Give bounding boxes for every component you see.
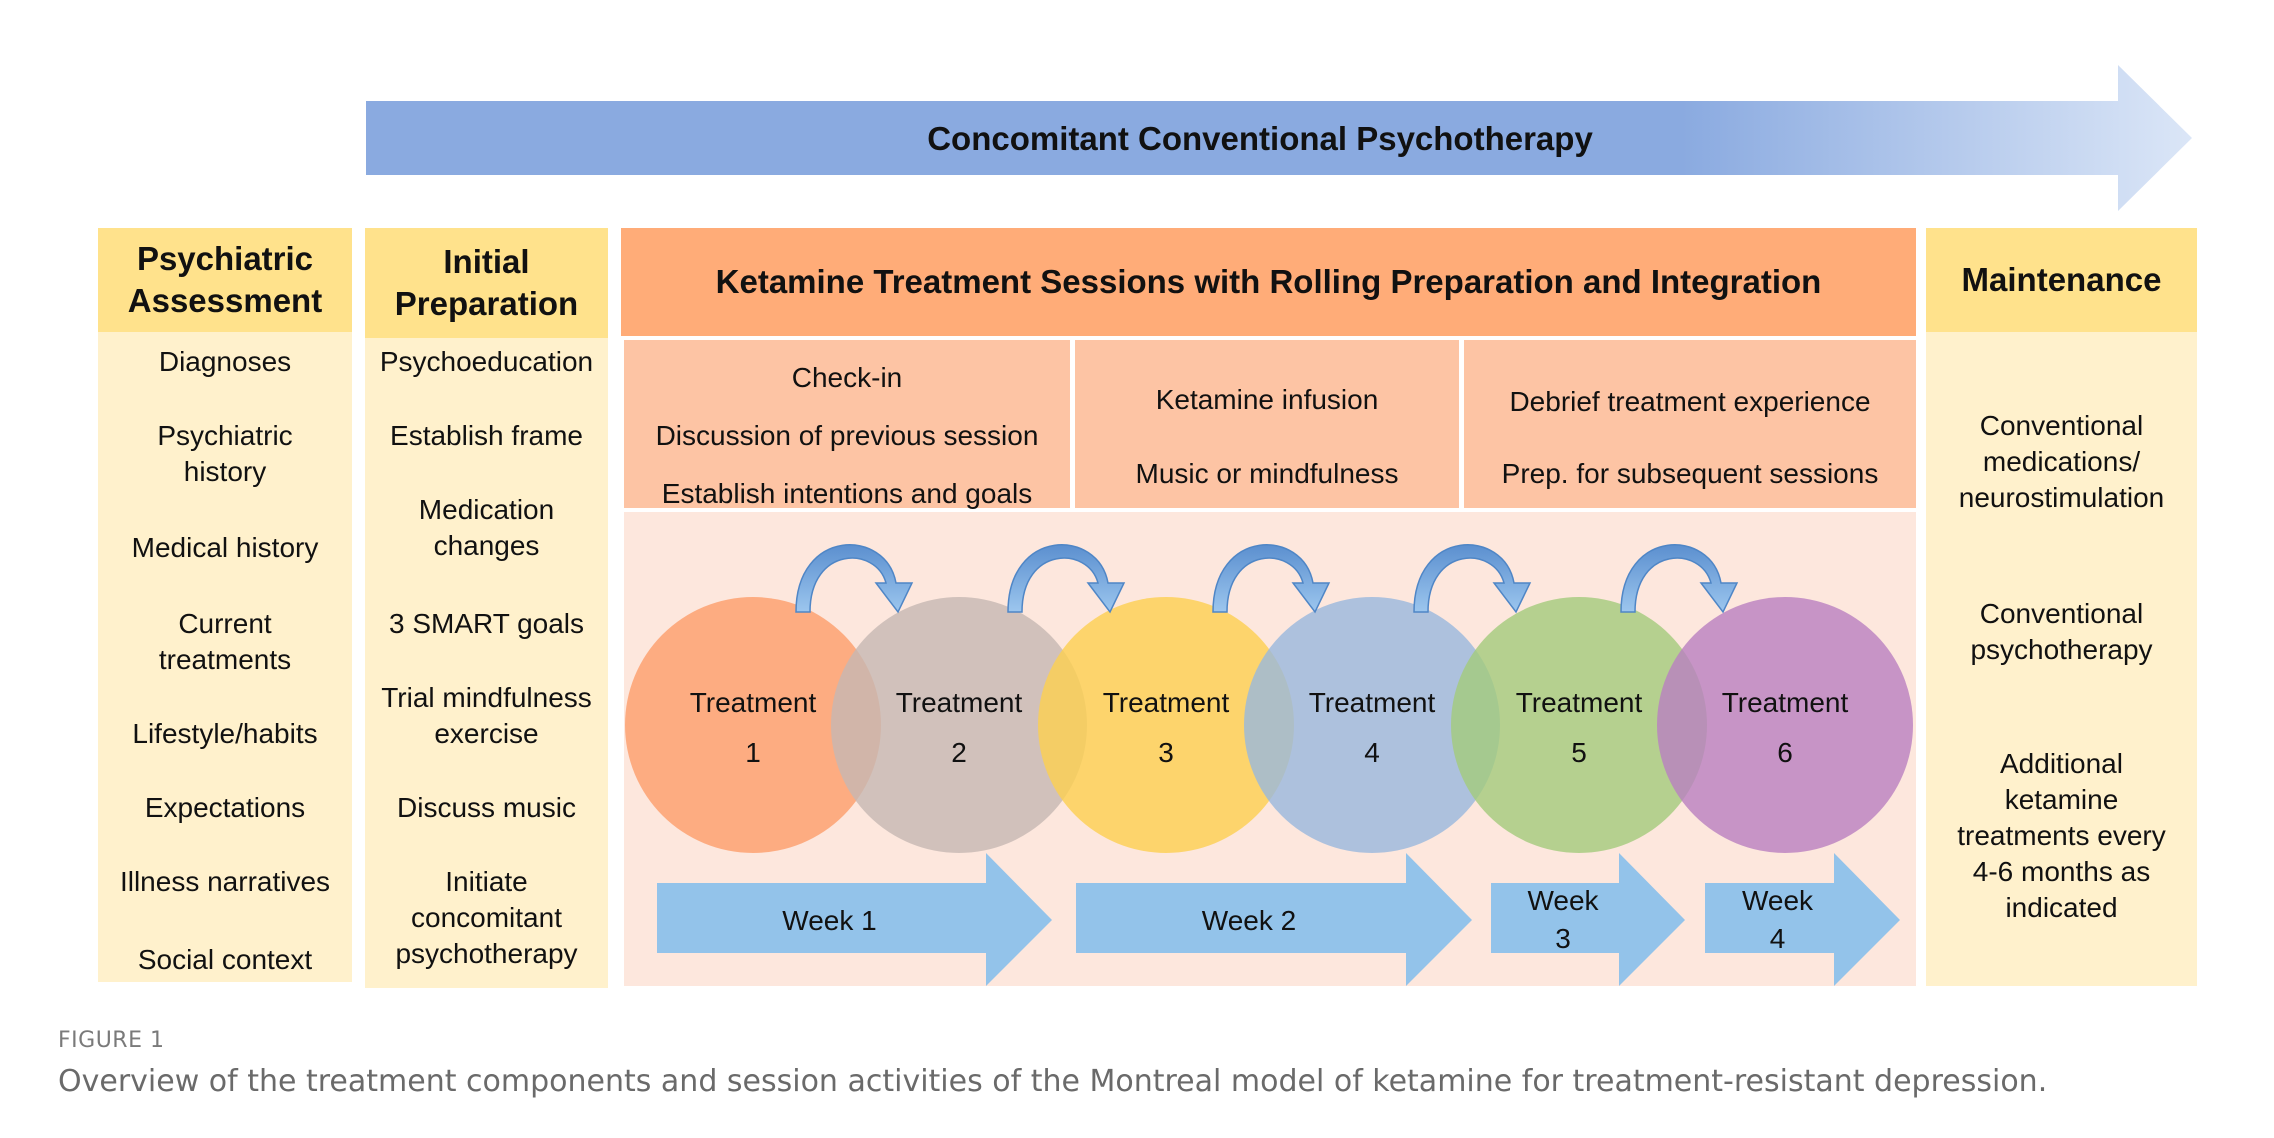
list-item: Conventional medications/ neurostimulati…: [1958, 410, 2165, 513]
week-arrow-2: [1076, 853, 1472, 986]
list-item: Social context: [137, 944, 313, 975]
treatment-label: Treatment: [690, 687, 817, 718]
activity-line: Ketamine infusion: [1155, 384, 1379, 415]
treatment-number: 5: [1571, 737, 1587, 768]
list-item: Medical history: [131, 532, 319, 563]
week-label: 4: [1770, 923, 1786, 954]
list-item: Current treatments: [158, 608, 292, 675]
week-label: Week 1: [782, 905, 876, 936]
treatment-circle-5: [1451, 597, 1707, 853]
treatment-number: 1: [745, 737, 761, 768]
treatment-circle-1: [625, 597, 881, 853]
treatment-circle-3: [1038, 597, 1294, 853]
week-arrow-3: [1491, 853, 1685, 986]
week-label: Week 2: [1202, 905, 1296, 936]
header-line: Initial: [443, 243, 530, 280]
week-arrow-4: [1705, 853, 1900, 986]
treatment-label: Treatment: [896, 687, 1023, 718]
list-item: Psychiatric history: [157, 420, 293, 487]
list-item: Illness narratives: [119, 866, 331, 897]
treatment-circle-6: [1657, 597, 1913, 853]
activity-line: Establish intentions and goals: [661, 478, 1033, 509]
activity-line: Discussion of previous session: [655, 420, 1039, 451]
concomitant-psychotherapy-arrow: Concomitant Conventional Psychotherapy: [366, 65, 2192, 211]
maintenance-header: Maintenance: [1926, 228, 2197, 332]
treatment-circle-2: [831, 597, 1087, 853]
treatment-number: 4: [1364, 737, 1380, 768]
curved-transition-arrow-icon: [1413, 544, 1532, 614]
treatment-circle-4: [1244, 597, 1500, 853]
list-item: Psychoeducation: [379, 346, 594, 377]
list-item: Conventional psychotherapy: [1970, 598, 2153, 665]
maintenance-column: Maintenance Conventional medications/ ne…: [1926, 228, 2197, 986]
week-label: Week: [1742, 885, 1814, 916]
list-item: Expectations: [144, 792, 306, 823]
curved-transition-arrow-icon: [1212, 544, 1331, 614]
treatment-label: Treatment: [1516, 687, 1643, 718]
header-line: Assessment: [127, 282, 323, 319]
top-arrow-label: Concomitant Conventional Psychotherapy: [927, 120, 1593, 157]
list-item: Additional ketamine treatments every 4-6…: [1957, 748, 2166, 923]
ketamine-sessions-title: Ketamine Treatment Sessions with Rolling…: [715, 263, 1822, 300]
activity-line: Prep. for subsequent sessions: [1501, 458, 1879, 489]
activity-line: Music or mindfulness: [1135, 458, 1399, 489]
list-item: Lifestyle/habits: [132, 718, 318, 749]
week-label: Week: [1527, 885, 1599, 916]
activity-line: Check-in: [791, 362, 903, 393]
curved-transition-arrow-icon: [1620, 544, 1739, 614]
treatment-number: 3: [1158, 737, 1174, 768]
figure-caption: Overview of the treatment components and…: [58, 1064, 2048, 1099]
treatment-label: Treatment: [1722, 687, 1849, 718]
week-label: 3: [1555, 923, 1571, 954]
list-item: 3 SMART goals: [388, 608, 585, 639]
treatment-number: 6: [1777, 737, 1793, 768]
figure-label: FIGURE 1: [58, 1028, 165, 1053]
list-item: Establish frame: [390, 420, 583, 451]
treatment-number: 2: [951, 737, 967, 768]
header-line: Psychiatric: [136, 240, 314, 277]
treatment-label: Treatment: [1309, 687, 1436, 718]
list-item: Discuss music: [397, 792, 576, 823]
week-arrow-1: [657, 853, 1052, 986]
treatment-label: Treatment: [1103, 687, 1230, 718]
curved-transition-arrow-icon: [1007, 544, 1126, 614]
ketamine-sessions-header: Ketamine Treatment Sessions with Rolling…: [621, 228, 1916, 336]
list-item: Trial mindfulness exercise: [381, 682, 592, 749]
maintenance-title: Maintenance: [1961, 261, 2162, 298]
top-arrow-shape: [366, 65, 2192, 211]
list-item: Medication changes: [418, 494, 555, 561]
list-item: Initiate concomitant psychotherapy: [395, 866, 578, 969]
list-item: Diagnoses: [158, 346, 292, 377]
header-line: Preparation: [394, 285, 579, 322]
curved-transition-arrow-icon: [795, 544, 914, 614]
activity-line: Debrief treatment experience: [1509, 386, 1871, 417]
